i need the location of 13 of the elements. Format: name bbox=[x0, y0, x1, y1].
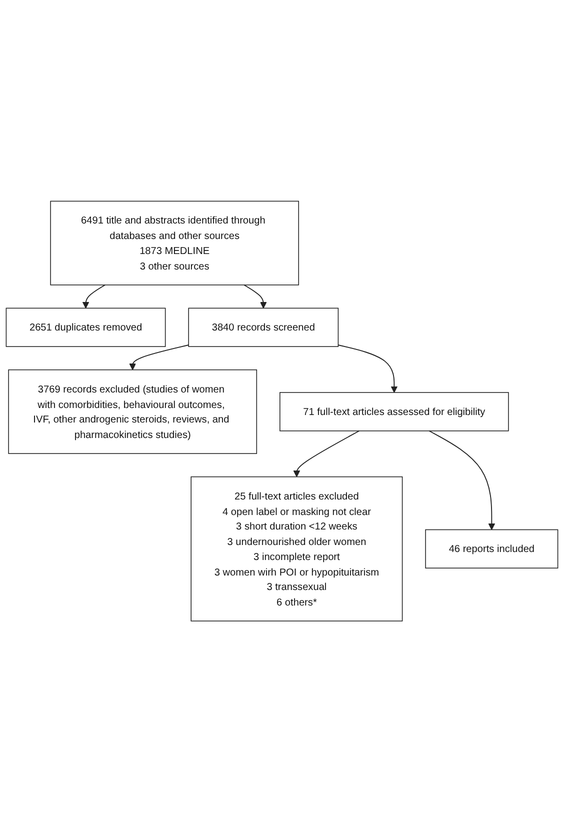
node-box: 46 reports included bbox=[425, 529, 558, 568]
arrow bbox=[82, 284, 106, 308]
node-box: 3769 records excluded (studies of women with comorbidities, behavioural outcomes, IVF, other androgenic steroids, reviews, and pharmacokinetics studies) bbox=[8, 369, 258, 454]
node-box: 6491 title and abstracts identified through databases and other sources 1873 MEDLINE 3 other sources bbox=[50, 200, 300, 286]
arrow bbox=[129, 344, 190, 370]
node-box: 2651 duplicates removed bbox=[6, 308, 166, 347]
node-box: 25 full-text articles excluded 4 open label or masking not clear 3 short duration <12 weeks 3 undernourished older women 3 incomplete report 3 women wirh POI or hypopituitarism 3 transsexual 6 others* bbox=[190, 476, 403, 622]
arrow bbox=[244, 284, 267, 308]
arrow bbox=[338, 344, 398, 393]
node-box: 3840 records screened bbox=[188, 308, 339, 347]
arrow bbox=[428, 430, 496, 530]
arrow bbox=[293, 430, 360, 477]
node-box: 71 full-text articles assessed for eligibility bbox=[280, 392, 509, 432]
